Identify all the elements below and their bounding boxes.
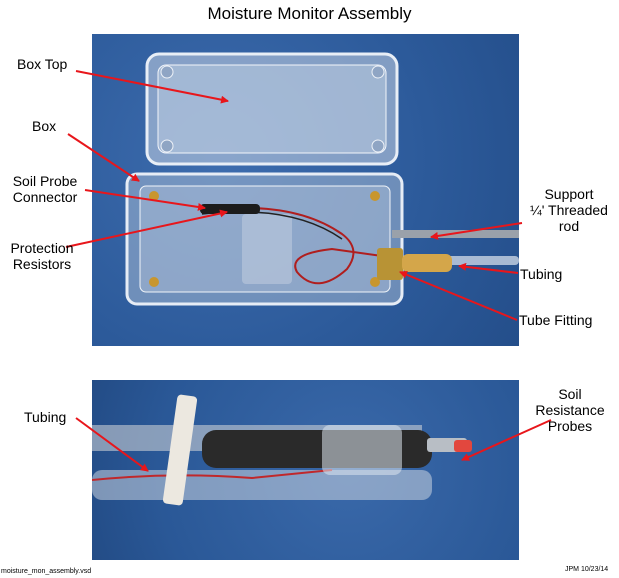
label-tubing-top: Tubing [520, 266, 563, 282]
assembly-photo [92, 34, 519, 346]
label-soil-probe-connector-line2: Connector [12, 189, 78, 205]
label-support-rod: Support ¼' Threaded rod [521, 186, 617, 234]
page-title: Moisture Monitor Assembly [207, 4, 412, 23]
footer-filename: moisture_mon_assembly.vsd [1, 568, 92, 575]
label-soil-resistance-line1: Soil [558, 386, 582, 402]
box-body [125, 172, 404, 306]
label-soil-resistance-probes: Soil Resistance Probes [525, 386, 615, 434]
label-tubing-bottom: Tubing [24, 409, 67, 425]
label-soil-resistance-line2: Resistance [535, 402, 605, 418]
footer-author-date: JPM 10/23/14 [565, 566, 609, 573]
label-soil-probe-connector: Soil Probe Connector [2, 173, 88, 205]
box-top-lid [145, 52, 399, 166]
probe-photo [92, 380, 519, 560]
label-soil-resistance-line3: Probes [547, 418, 593, 434]
label-protection-resistors: Protection Resistors [0, 240, 84, 272]
label-box: Box [32, 118, 57, 134]
label-protection-resistors-line1: Protection [10, 240, 74, 256]
label-support-line1: Support [544, 186, 594, 202]
label-box-top: Box Top [17, 56, 68, 72]
label-support-line2: ¼' Threaded [530, 202, 608, 218]
label-support-line3: rod [558, 218, 580, 234]
label-tube-fitting: Tube Fitting [519, 312, 593, 328]
label-soil-probe-connector-line1: Soil Probe [12, 173, 78, 189]
label-protection-resistors-line2: Resistors [12, 256, 72, 272]
